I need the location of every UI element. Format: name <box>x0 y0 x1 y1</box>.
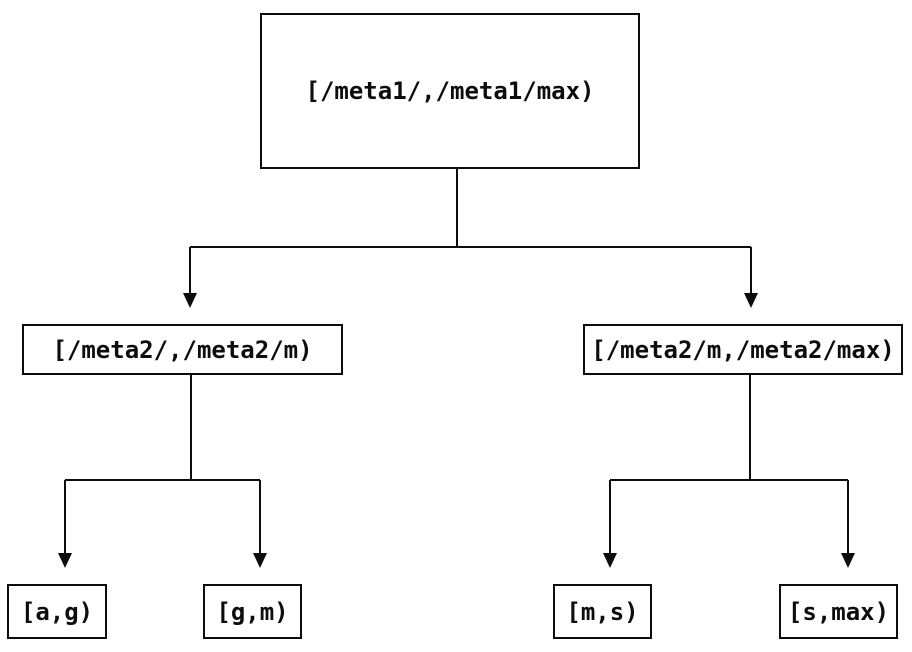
arrow-down-icon <box>183 293 197 308</box>
tree-node-leaf-smax: [s,max) <box>779 584 898 639</box>
tree-node-left-child: [/meta2/,/meta2/m) <box>22 324 343 375</box>
arrow-down-icon <box>253 553 267 568</box>
tree-node-left-child-label: [/meta2/,/meta2/m) <box>52 335 313 364</box>
edge-right-to-leaves <box>603 375 855 568</box>
tree-node-leaf-ms-label: [m,s) <box>566 597 639 626</box>
tree-node-root-label: [/meta1/,/meta1/max) <box>305 77 595 105</box>
tree-node-leaf-gm-label: [g,m) <box>216 597 289 626</box>
arrow-down-icon <box>841 553 855 568</box>
arrow-down-icon <box>603 553 617 568</box>
tree-node-right-child-label: [/meta2/m,/meta2/max) <box>591 335 895 364</box>
tree-node-leaf-smax-label: [s,max) <box>787 597 890 626</box>
edge-left-to-leaves <box>58 375 267 568</box>
arrow-down-icon <box>744 293 758 308</box>
tree-node-leaf-ms: [m,s) <box>553 584 652 639</box>
tree-node-right-child: [/meta2/m,/meta2/max) <box>583 324 903 375</box>
arrow-down-icon <box>58 553 72 568</box>
tree-node-leaf-ag-label: [a,g) <box>20 597 94 626</box>
tree-node-leaf-ag: [a,g) <box>7 584 107 639</box>
tree-node-root: [/meta1/,/meta1/max) <box>260 13 640 169</box>
edge-root-to-children <box>183 169 758 308</box>
tree-node-leaf-gm: [g,m) <box>203 584 302 639</box>
